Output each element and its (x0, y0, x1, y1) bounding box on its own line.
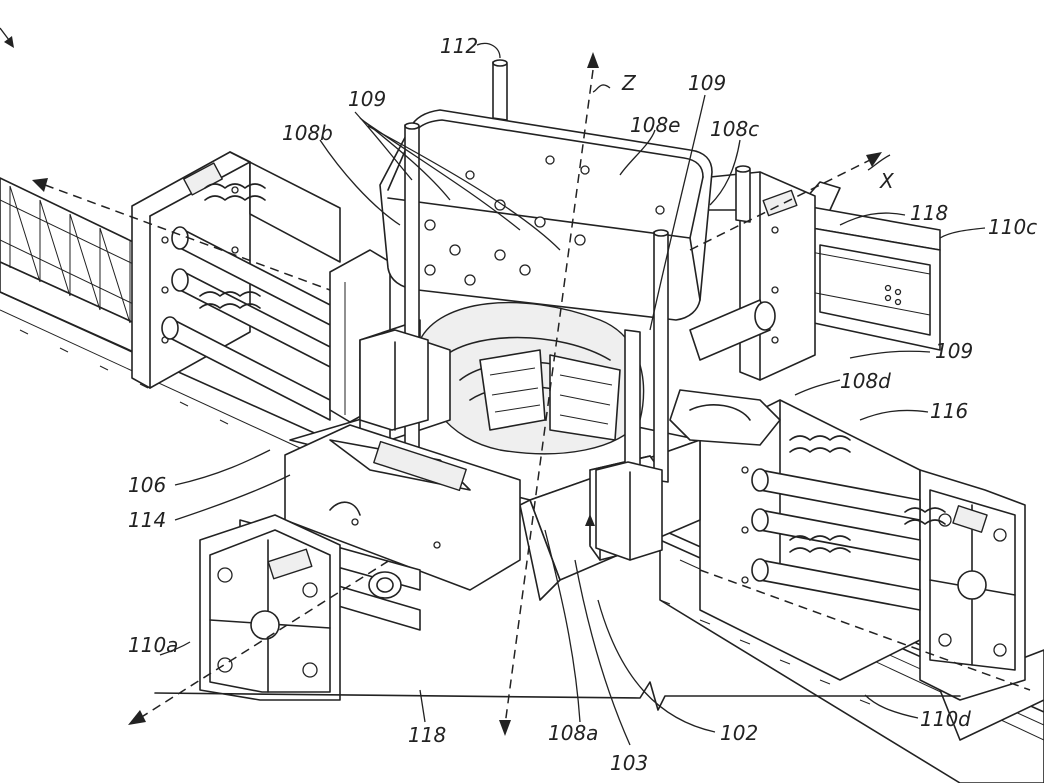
label-108d: 108d (840, 369, 891, 393)
label-102: 102 (720, 721, 758, 745)
mold-core (418, 301, 645, 455)
mold-108d (669, 389, 781, 446)
label-108b: 108b (282, 121, 333, 145)
label-103: 103 (610, 751, 648, 775)
axes (0, 27, 1031, 736)
label-116: 116 (930, 399, 968, 423)
x-axis-arrowhead (866, 152, 882, 167)
reference-labels: 112 109 109 Z X 108b 108e 108c 118 110c … (128, 34, 1037, 775)
right-back-actuator (679, 171, 816, 381)
z-axis-arrowhead (587, 52, 599, 68)
leader-lines (159, 42, 986, 746)
label-110a: 110a (128, 633, 178, 657)
label-109-right: 109 (935, 339, 973, 363)
post-blocks (359, 329, 663, 561)
label-108a: 108a (548, 721, 598, 745)
label-108c: 108c (710, 117, 759, 141)
ground-line (154, 681, 961, 711)
label-112: 112 (440, 34, 478, 58)
front-axis-arrowhead (128, 710, 146, 725)
right-back-rail (799, 181, 941, 351)
label-110d: 110d (920, 707, 971, 731)
left-actuator (131, 151, 391, 423)
right-front-actuator (699, 399, 1026, 701)
label-109-top-right: 109 (688, 71, 726, 95)
left-rail (0, 177, 331, 449)
label-z-axis: Z (621, 71, 637, 95)
label-109-top-left: 109 (348, 87, 386, 111)
up-arrowhead (585, 514, 595, 526)
left-axis-arrowhead (32, 178, 48, 192)
front-left-actuator (199, 424, 521, 701)
top-platen (379, 109, 713, 321)
label-x-axis: X (879, 169, 895, 193)
label-110c: 110c (988, 215, 1037, 239)
label-106: 106 (128, 473, 166, 497)
label-118-right: 118 (910, 201, 948, 225)
z-axis-arrowhead-bottom (499, 720, 511, 736)
label-118-bottom: 118 (408, 723, 446, 747)
label-108e: 108e (630, 113, 680, 137)
label-114: 114 (128, 508, 166, 532)
corner-arrowhead (4, 36, 14, 48)
